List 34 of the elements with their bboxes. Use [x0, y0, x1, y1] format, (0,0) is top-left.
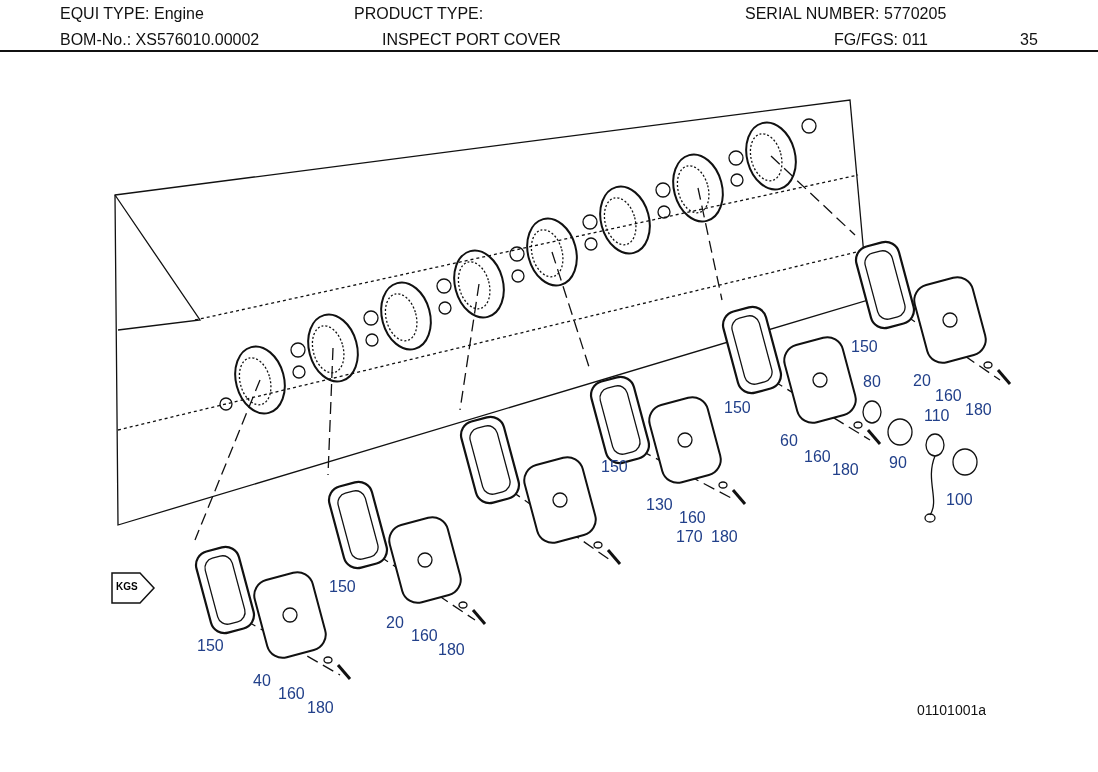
drawing-number: 01101001a	[917, 703, 987, 717]
callout-number: 180	[711, 529, 738, 545]
callout-number: 80	[863, 374, 881, 390]
callout-number: 20	[386, 615, 404, 631]
header-text: EQUI TYPE: Engine	[60, 6, 204, 22]
header-text: PRODUCT TYPE:	[354, 6, 484, 22]
callout-number: 180	[965, 402, 992, 418]
callout-number: 160	[411, 628, 438, 644]
callout-number: 180	[832, 462, 859, 478]
direction-label: KGS	[116, 582, 138, 592]
callout-number: 150	[197, 638, 224, 654]
header-text: 35	[1020, 32, 1038, 48]
callout-number: 150	[724, 400, 751, 416]
callout-number: 100	[946, 492, 973, 508]
callout-number: 160	[679, 510, 706, 526]
callout-number: 180	[307, 700, 334, 716]
callout-number: 150	[329, 579, 356, 595]
header-text: BOM-No.: XS576010.00002	[60, 32, 260, 48]
callout-number: 130	[646, 497, 673, 513]
callout-number: 40	[253, 673, 271, 689]
header-text: SERIAL NUMBER: 5770205	[745, 6, 947, 22]
callout-number: 90	[889, 455, 907, 471]
callout-number: 180	[438, 642, 465, 658]
callout-number: 160	[935, 388, 962, 404]
header-text: INSPECT PORT COVER	[382, 32, 561, 48]
callout-number: 150	[851, 339, 878, 355]
header-text: FG/FGS: 011	[834, 32, 928, 48]
callout-number: 150	[601, 459, 628, 475]
callout-number: 160	[804, 449, 831, 465]
callout-number: 160	[278, 686, 305, 702]
callout-number: 20	[913, 373, 931, 389]
callout-number: 60	[780, 433, 798, 449]
callout-number: 170	[676, 529, 703, 545]
callout-number: 110	[924, 408, 950, 424]
